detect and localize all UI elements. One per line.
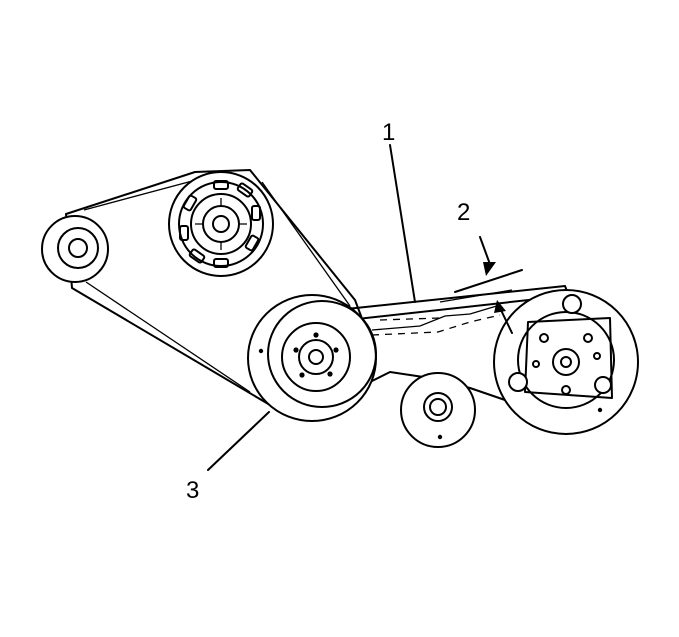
fan-pulley (168, 171, 274, 277)
fan-pulley-slots (179, 180, 261, 268)
callout-3-label: 3 (186, 477, 199, 504)
callout-1-label: 1 (382, 119, 395, 146)
callout-2-label: 2 (457, 199, 470, 226)
compressor-pulley (493, 289, 639, 435)
crankshaft-pulley (247, 294, 377, 422)
callout-3-leader (207, 411, 270, 471)
tensioner-pulley (400, 372, 476, 448)
left-idler-pulley (41, 215, 109, 283)
callout-2-arrows (454, 236, 523, 334)
callout-1-leader (389, 144, 416, 303)
